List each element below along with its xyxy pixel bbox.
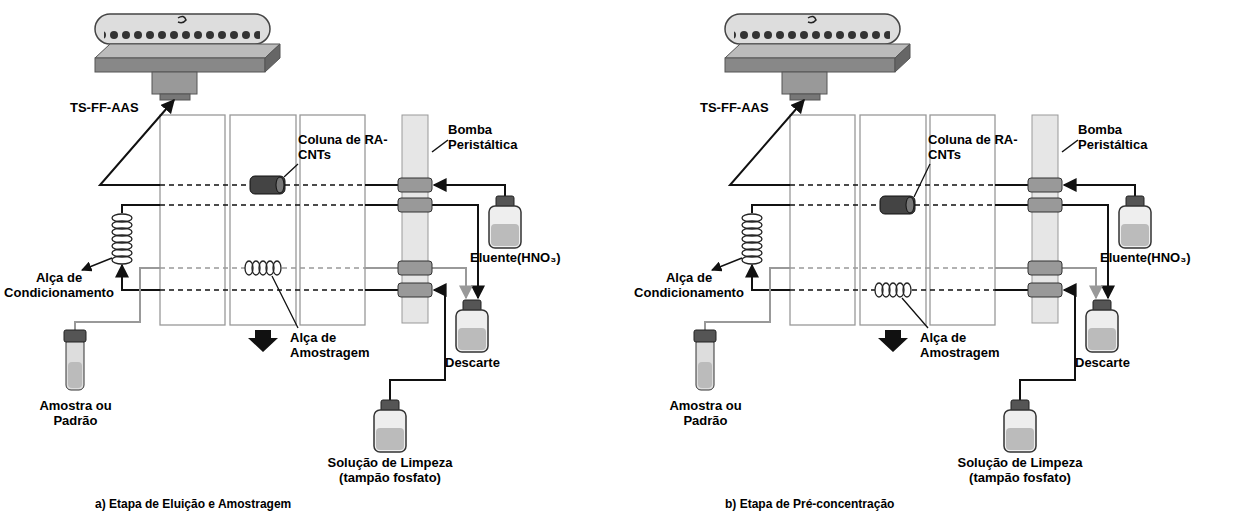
panel-caption: b) Etapa de Pré-concentração: [725, 497, 894, 512]
cleaning-label: Solução de Limpeza (tampão fosfato): [950, 455, 1090, 485]
coil-label: Alça de Condicionamento: [632, 270, 746, 300]
sample-label: Amostra ou Padrão: [28, 398, 123, 428]
waste-label: Descarte: [445, 355, 500, 370]
loop-label: Alça de Amostragem: [920, 330, 1015, 360]
column: [880, 196, 915, 214]
eluent-label: Eluente(HNO₃): [1100, 250, 1191, 265]
column-label: Coluna de RA-CNTs: [928, 132, 1023, 162]
sampling-loop: [245, 261, 281, 275]
eluent-label: Eluente(HNO₃): [470, 250, 561, 265]
pump-label: Bomba Peristáltica: [448, 122, 533, 152]
panel-a-drawing: [64, 14, 521, 452]
waste-label: Descarte: [1075, 355, 1130, 370]
pump-label: Bomba Peristáltica: [1078, 122, 1163, 152]
coil-label: Alça de Condicionamento: [2, 270, 116, 300]
common-parts: [64, 14, 521, 452]
panel-b-drawing: [694, 14, 1151, 452]
sample-label: Amostra ou Padrão: [658, 398, 753, 428]
instrument-label: TS-FF-AAS: [70, 100, 139, 115]
sampling-loop: [875, 283, 911, 297]
column: [250, 176, 285, 194]
instrument-label: TS-FF-AAS: [700, 100, 769, 115]
common-parts: [694, 14, 1151, 452]
loop-label: Alça de Amostragem: [290, 330, 385, 360]
panel-caption: a) Etapa de Eluição e Amostragem: [95, 497, 291, 512]
cleaning-label: Solução de Limpeza (tampão fosfato): [320, 455, 460, 485]
column-label: Coluna de RA-CNTs: [298, 132, 393, 162]
